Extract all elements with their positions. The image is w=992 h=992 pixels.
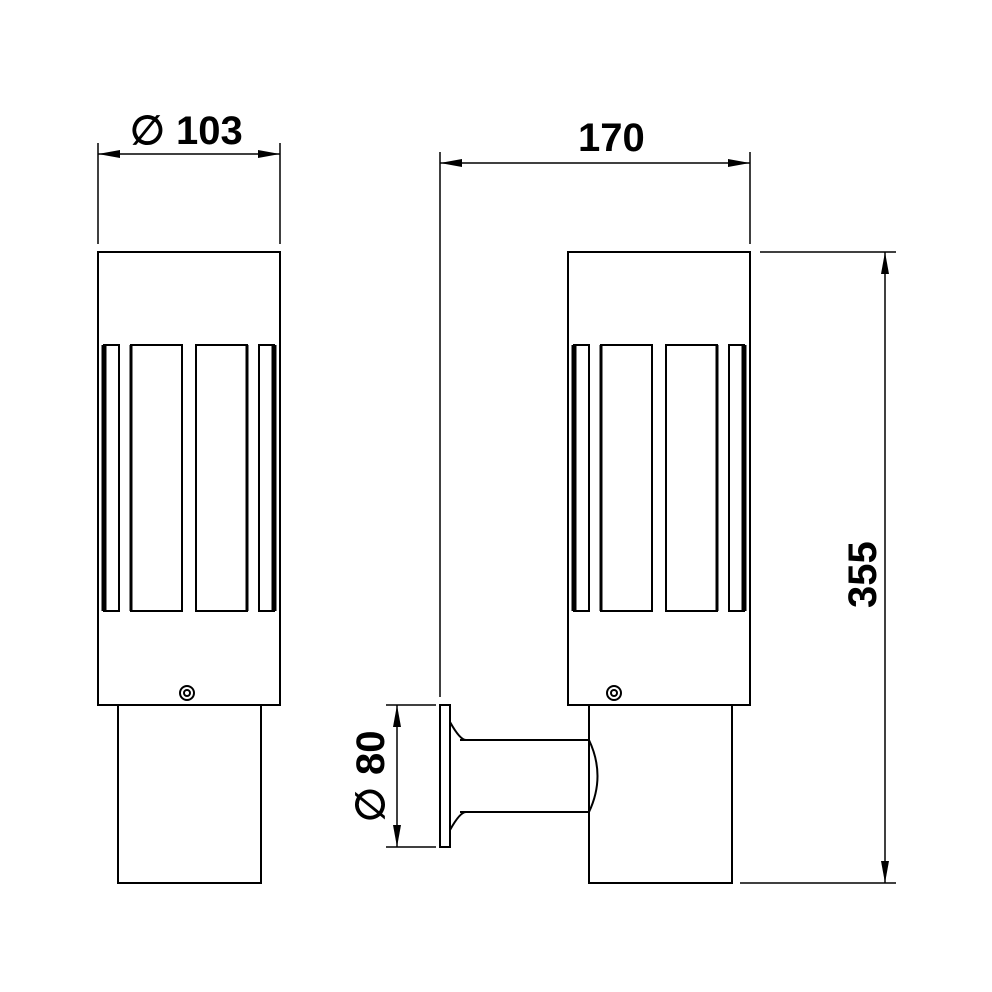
front-dim-arrow-right — [258, 150, 280, 158]
width-value: 170 — [578, 116, 645, 160]
height-value: 355 — [841, 541, 885, 608]
mount-diameter-value: 80 — [349, 731, 393, 776]
front-slot-3 — [195, 344, 248, 612]
side-base-tube — [588, 704, 733, 884]
side-view — [439, 251, 751, 884]
front-base-tube — [117, 704, 262, 884]
front-lamp-head — [97, 251, 281, 706]
mount-diameter-dimension — [386, 704, 436, 848]
width-dim-arrow-right — [728, 159, 750, 167]
wall-plate — [439, 704, 451, 848]
front-diameter-value: 103 — [176, 109, 243, 153]
width-dim-arrow-left — [440, 159, 462, 167]
height-dim-arrow-bottom — [881, 861, 889, 883]
side-slot-3 — [665, 344, 718, 612]
mount-diameter-symbol: ∅ — [349, 787, 393, 822]
side-screw — [606, 685, 622, 701]
plate-fillet-bottom — [449, 811, 467, 831]
mount-dim-arrow-bottom — [393, 825, 401, 847]
front-screw-inner — [183, 689, 191, 697]
front-diameter-symbol: ∅ — [130, 109, 165, 153]
plate-fillet-top — [449, 721, 467, 741]
height-dimension — [740, 251, 896, 884]
front-view — [97, 251, 281, 884]
arm-intersection-curve — [588, 739, 599, 813]
front-dim-arrow-left — [98, 150, 120, 158]
front-screw — [179, 685, 195, 701]
side-lamp-head — [567, 251, 751, 706]
front-slot-2 — [130, 344, 183, 612]
height-dim-arrow-top — [881, 252, 889, 274]
front-diameter-dimension — [97, 143, 281, 244]
side-slot-2 — [600, 344, 653, 612]
mount-dim-arrow-top — [393, 705, 401, 727]
width-dimension — [439, 152, 751, 697]
side-screw-inner — [610, 689, 618, 697]
